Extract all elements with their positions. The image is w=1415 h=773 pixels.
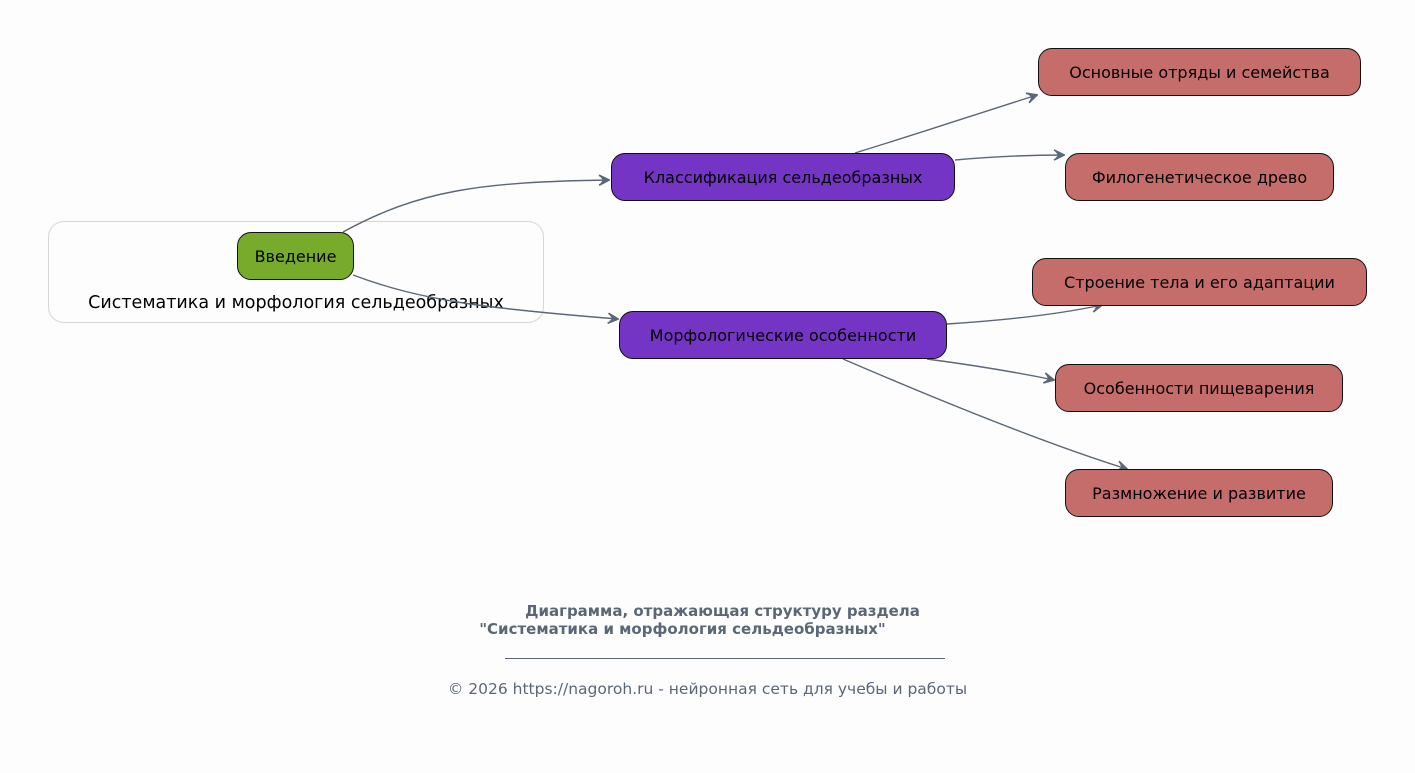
footer-text: © 2026 https://nagoroh.ru - нейронная се…	[447, 680, 968, 698]
cluster-label: Систематика и морфология сельдеобразных	[88, 293, 504, 313]
node-digestion[interactable]: Особенности пищеварения	[1055, 364, 1343, 412]
node-body[interactable]: Строение тела и его адаптации	[1032, 258, 1367, 306]
edge-intro-classification	[342, 180, 609, 233]
cluster-box	[48, 221, 544, 323]
edge-intro-morphology	[352, 274, 618, 319]
node-classification[interactable]: Классификация сельдеобразных	[611, 153, 955, 201]
edge-classification-orders	[854, 95, 1037, 154]
node-intro[interactable]: Введение	[237, 232, 354, 280]
node-reproduction[interactable]: Размножение и развитие	[1065, 469, 1333, 517]
edge-morphology-body	[946, 305, 1102, 325]
edge-morphology-digestion	[926, 358, 1054, 380]
caption-divider	[505, 658, 945, 659]
diagram-caption: Диаграмма, отражающая структуру раздела …	[0, 602, 1415, 638]
node-orders[interactable]: Основные отряды и семейства	[1038, 48, 1361, 96]
node-phylo[interactable]: Филогенетическое древо	[1065, 153, 1334, 201]
caption-line-2: "Систематика и морфология сельдеобразных…	[479, 620, 886, 638]
node-morphology[interactable]: Морфологические особенности	[619, 311, 947, 359]
edge-morphology-reproduction	[842, 358, 1127, 469]
caption-line-1: Диаграмма, отражающая структуру раздела	[525, 602, 920, 620]
edge-classification-phylo	[954, 155, 1064, 160]
